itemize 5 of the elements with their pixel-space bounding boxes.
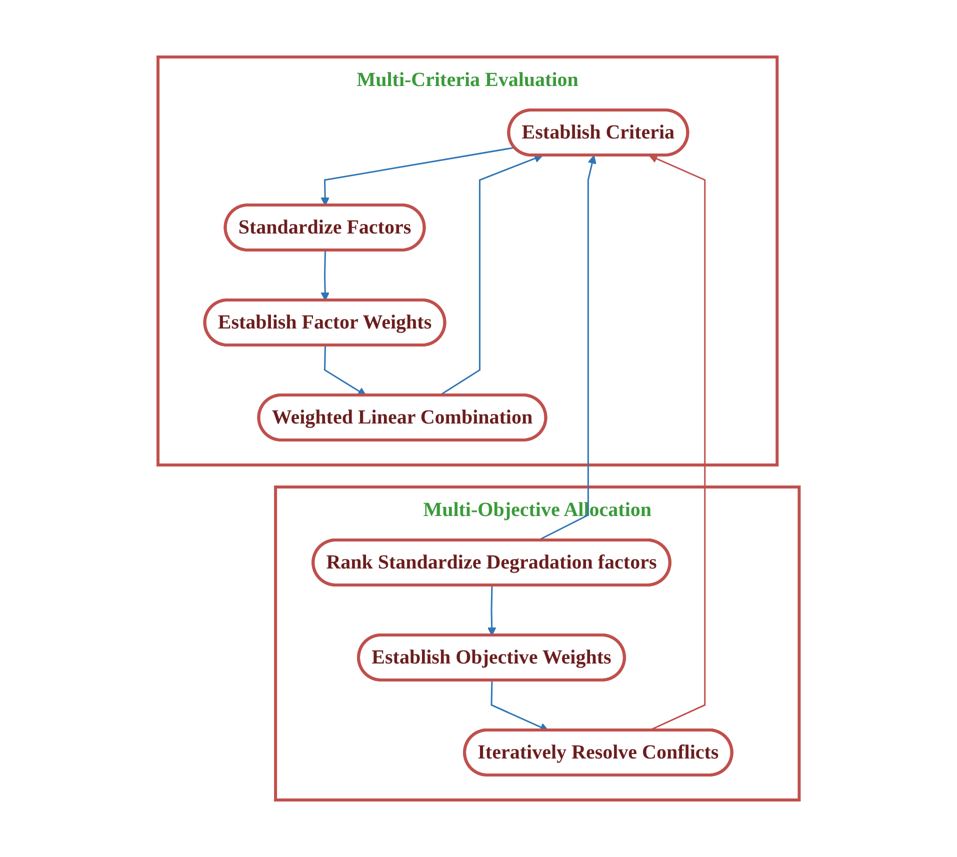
arrow (438, 154, 543, 396)
arrow (487, 585, 496, 636)
arrow (320, 146, 515, 206)
arrow (320, 250, 330, 301)
arrow (324, 345, 366, 396)
